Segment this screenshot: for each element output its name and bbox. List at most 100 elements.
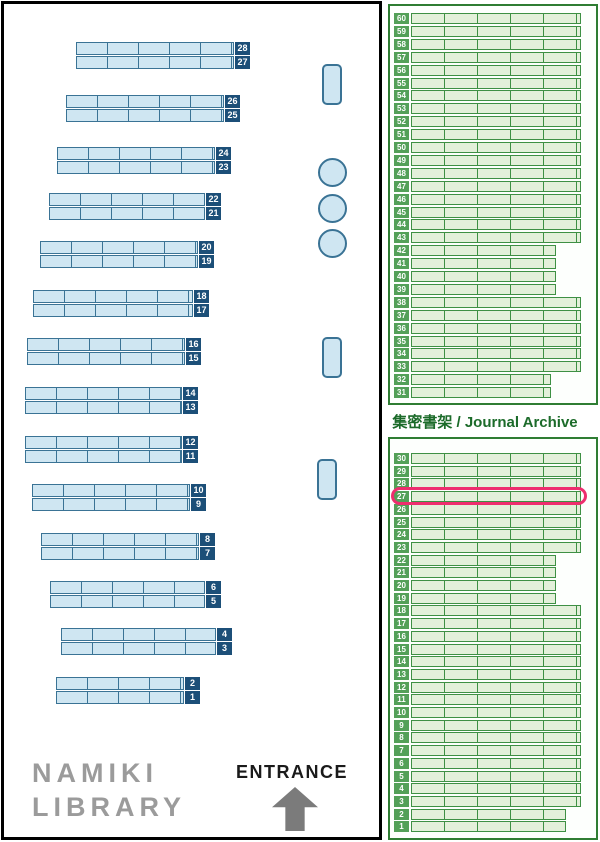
- archive-shelf-row-48: [411, 168, 581, 179]
- archive-shelf-number-21: 21: [394, 567, 409, 578]
- shelf-number-badge-25: 25: [225, 109, 240, 122]
- archive-shelf-row-52: [411, 116, 581, 127]
- archive-shelf-number-51: 51: [394, 129, 409, 140]
- shelf-number-badge-6: 6: [206, 581, 221, 594]
- archive-shelf-number-9: 9: [394, 720, 409, 731]
- library-name: NAMIKI LIBRARY: [32, 756, 186, 824]
- bookshelf-row-16: [27, 338, 185, 351]
- archive-shelf-row-34: [411, 348, 581, 359]
- archive-shelf-row-47: [411, 181, 581, 192]
- archive-shelf-number-53: 53: [394, 103, 409, 114]
- bookshelf-row-7: [41, 547, 199, 560]
- archive-shelf-number-31: 31: [394, 387, 409, 398]
- journal-archive-label: 集密書架 / Journal Archive: [392, 414, 578, 431]
- archive-shelf-row-26: [411, 504, 581, 515]
- archive-shelf-row-50: [411, 142, 581, 153]
- archive-shelf-row-15: [411, 644, 581, 655]
- archive-shelf-row-3: [411, 796, 581, 807]
- archive-shelf-row-42: [411, 245, 556, 256]
- archive-shelf-number-30: 30: [394, 453, 409, 464]
- archive-shelf-number-24: 24: [394, 529, 409, 540]
- archive-shelf-row-5: [411, 771, 581, 782]
- shelf-number-badge-7: 7: [200, 547, 215, 560]
- archive-shelf-row-40: [411, 271, 556, 282]
- archive-shelf-number-35: 35: [394, 336, 409, 347]
- archive-shelf-row-44: [411, 219, 581, 230]
- archive-shelf-row-43: [411, 232, 581, 243]
- archive-shelf-row-60: [411, 13, 581, 24]
- archive-shelf-number-8: 8: [394, 732, 409, 743]
- shelf-number-badge-26: 26: [225, 95, 240, 108]
- archive-shelf-row-8: [411, 732, 581, 743]
- shelf-number-badge-10: 10: [191, 484, 206, 497]
- archive-shelf-number-49: 49: [394, 155, 409, 166]
- shelf-number-badge-5: 5: [206, 595, 221, 608]
- bookshelf-row-11: [25, 450, 182, 463]
- bookshelf-row-26: [66, 95, 224, 108]
- archive-shelf-number-60: 60: [394, 13, 409, 24]
- bookshelf-row-8: [41, 533, 199, 546]
- shelf-number-badge-27: 27: [235, 56, 250, 69]
- archive-shelf-number-28: 28: [394, 478, 409, 489]
- archive-shelf-row-12: [411, 682, 581, 693]
- shelf-number-badge-2: 2: [185, 677, 200, 690]
- archive-shelf-number-45: 45: [394, 207, 409, 218]
- archive-shelf-number-40: 40: [394, 271, 409, 282]
- bookshelf-row-9: [32, 498, 190, 511]
- archive-shelf-row-55: [411, 78, 581, 89]
- archive-shelf-number-10: 10: [394, 707, 409, 718]
- archive-shelf-row-11: [411, 694, 581, 705]
- shelf-number-badge-9: 9: [191, 498, 206, 511]
- bookshelf-row-28: [76, 42, 234, 55]
- archive-shelf-number-20: 20: [394, 580, 409, 591]
- archive-shelf-number-13: 13: [394, 669, 409, 680]
- shelf-number-badge-18: 18: [194, 290, 209, 303]
- archive-shelf-number-38: 38: [394, 297, 409, 308]
- shelf-number-badge-16: 16: [186, 338, 201, 351]
- entrance-label: ENTRANCE: [236, 762, 349, 782]
- shelf-number-badge-24: 24: [216, 147, 231, 160]
- archive-shelf-row-31: [411, 387, 551, 398]
- archive-shelf-number-52: 52: [394, 116, 409, 127]
- archive-shelf-number-58: 58: [394, 39, 409, 50]
- archive-shelf-row-20: [411, 580, 556, 591]
- shelf-number-badge-13: 13: [183, 401, 198, 414]
- archive-shelf-number-22: 22: [394, 555, 409, 566]
- archive-shelf-row-59: [411, 26, 581, 37]
- shelf-number-badge-3: 3: [217, 642, 232, 655]
- archive-shelf-number-5: 5: [394, 771, 409, 782]
- archive-shelf-number-47: 47: [394, 181, 409, 192]
- archive-shelf-number-42: 42: [394, 245, 409, 256]
- archive-shelf-number-18: 18: [394, 605, 409, 616]
- bookshelf-row-25: [66, 109, 224, 122]
- archive-shelf-row-16: [411, 631, 581, 642]
- bookshelf-row-24: [57, 147, 215, 160]
- shelf-number-badge-12: 12: [183, 436, 198, 449]
- shelf-number-badge-1: 1: [185, 691, 200, 704]
- archive-shelf-number-32: 32: [394, 374, 409, 385]
- bookshelf-row-14: [25, 387, 182, 400]
- bookshelf-row-12: [25, 436, 182, 449]
- archive-shelf-number-4: 4: [394, 783, 409, 794]
- archive-shelf-row-38: [411, 297, 581, 308]
- archive-shelf-row-51: [411, 129, 581, 140]
- highlighted-shelf-ring: [391, 487, 587, 505]
- archive-shelf-number-6: 6: [394, 758, 409, 769]
- archive-shelf-row-45: [411, 207, 581, 218]
- archive-shelf-number-26: 26: [394, 504, 409, 515]
- archive-shelf-row-10: [411, 707, 581, 718]
- archive-shelf-row-49: [411, 155, 581, 166]
- shelf-number-badge-22: 22: [206, 193, 221, 206]
- archive-shelf-row-30: [411, 453, 581, 464]
- archive-shelf-row-1: [411, 821, 566, 832]
- bookshelf-row-18: [33, 290, 193, 303]
- shelf-number-badge-8: 8: [200, 533, 215, 546]
- bookshelf-row-19: [40, 255, 198, 268]
